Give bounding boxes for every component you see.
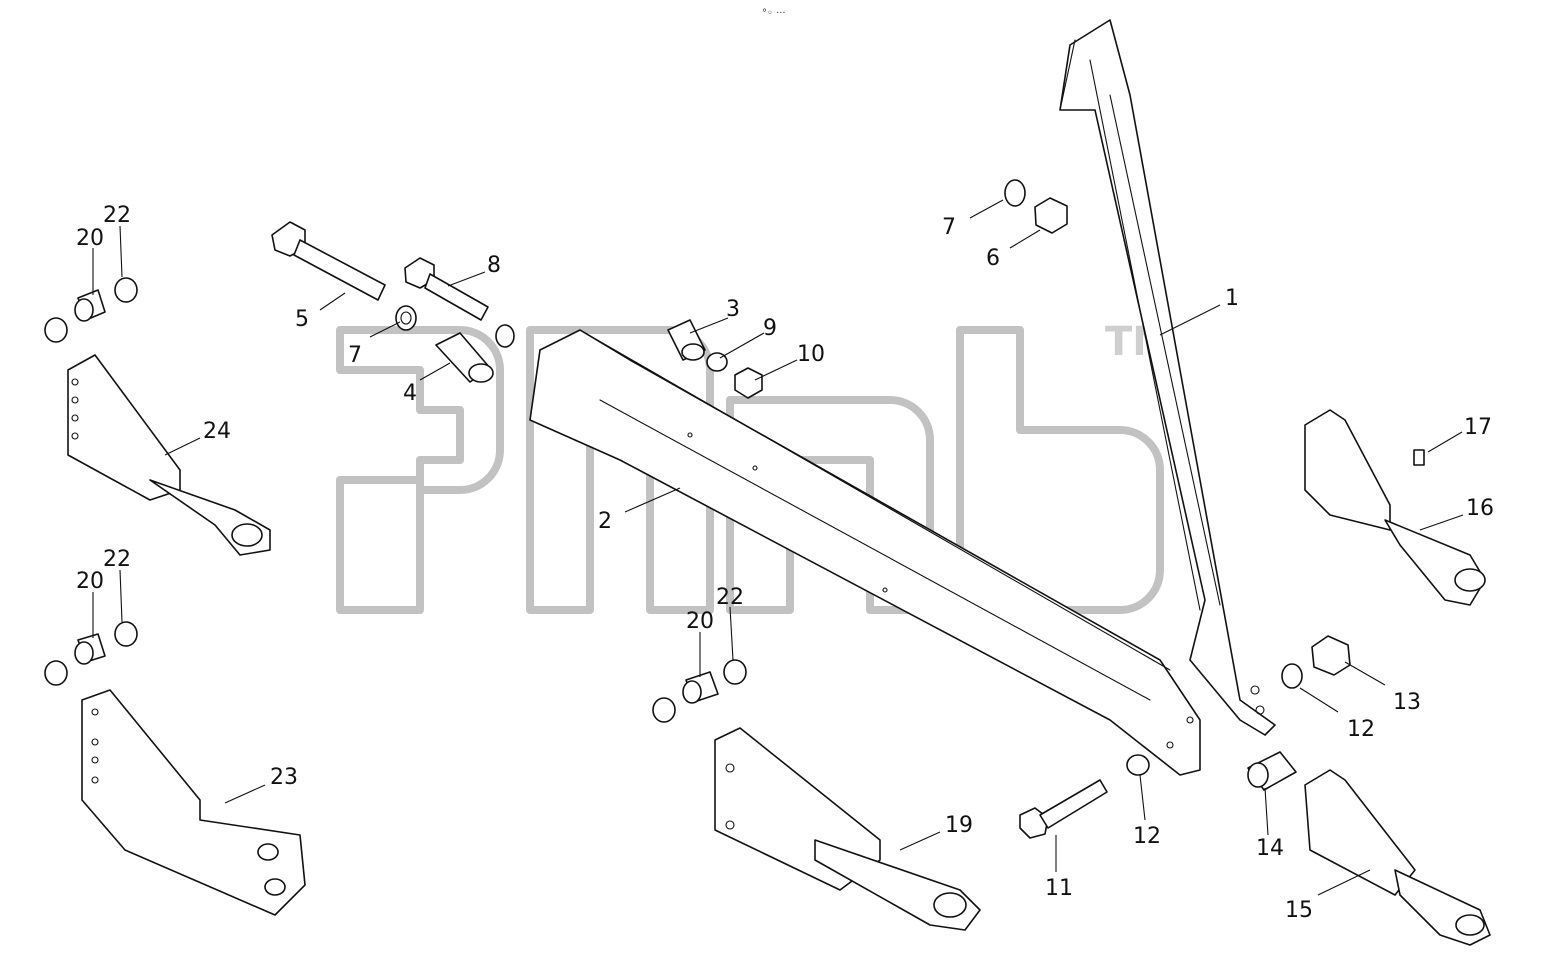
- part-1-upright-beam: [1059, 19, 1276, 736]
- part-2-main-beam: [529, 329, 1201, 776]
- callout-12-right: 12: [1347, 717, 1375, 742]
- callout-11: 11: [1045, 876, 1073, 901]
- part-8-bolt: [404, 257, 489, 321]
- callout-3: 3: [726, 297, 740, 322]
- callout-20-middle: 20: [76, 569, 104, 594]
- part-10-nut: [734, 367, 763, 399]
- callout-19: 19: [945, 813, 973, 838]
- callout-12-lower: 12: [1133, 824, 1161, 849]
- part-20-22-set-bottom: [652, 659, 747, 723]
- part-13-nut: [1311, 635, 1351, 676]
- callout-20-top: 20: [76, 226, 104, 251]
- leader-lines: [92, 199, 1464, 896]
- callout-13: 13: [1393, 690, 1421, 715]
- part-7-washer-top: [1004, 179, 1026, 207]
- callout-1: 1: [1225, 286, 1239, 311]
- callout-22-bottom: 22: [716, 585, 744, 610]
- part-9-washer: [706, 352, 728, 372]
- callout-7-left: 7: [348, 343, 362, 368]
- part-12-washer-lower: [1126, 754, 1150, 776]
- part-20-22-set-middle: [44, 621, 138, 686]
- callout-20-bottom: 20: [686, 609, 714, 634]
- part-23-bracket: [81, 689, 306, 916]
- part-11-bolt: [1019, 779, 1108, 839]
- part-15-bracket: [1304, 769, 1491, 946]
- part-17-grease-nipple: [1413, 449, 1425, 466]
- callout-23: 23: [270, 765, 298, 790]
- part-7-washer: [395, 305, 417, 331]
- part-20-22-set-top: [44, 277, 138, 343]
- part-3-bushing: [667, 319, 706, 361]
- part-16-bracket: [1304, 409, 1486, 606]
- part-4-bushing: [435, 332, 494, 383]
- callout-5: 5: [295, 307, 309, 332]
- washer-near-4: [495, 324, 515, 348]
- callout-15: 15: [1285, 898, 1313, 923]
- callout-22-top: 22: [103, 203, 131, 228]
- callout-6: 6: [986, 246, 1000, 271]
- part-5-bolt: [271, 221, 386, 301]
- callout-7-top: 7: [942, 215, 956, 240]
- part-24-bracket: [67, 354, 271, 556]
- callout-10: 10: [797, 342, 825, 367]
- callout-2: 2: [598, 509, 612, 534]
- top-mark: °◦ ···: [762, 8, 786, 19]
- callout-14: 14: [1256, 836, 1284, 861]
- callout-8: 8: [487, 253, 501, 278]
- callout-9: 9: [763, 316, 777, 341]
- callout-17: 17: [1464, 415, 1492, 440]
- part-6-nut: [1034, 197, 1068, 234]
- part-14-bushing: [1247, 751, 1297, 791]
- callout-22-middle: 22: [103, 547, 131, 572]
- callout-16: 16: [1466, 496, 1494, 521]
- part-12-washer-right: [1281, 663, 1303, 689]
- part-19-bracket: [714, 727, 981, 931]
- callout-labels: 1 2 3 4 5 6 7 7 8 9 10 11 12 12 13 14 15…: [76, 203, 1494, 923]
- callout-24: 24: [203, 419, 231, 444]
- callout-4: 4: [403, 381, 417, 406]
